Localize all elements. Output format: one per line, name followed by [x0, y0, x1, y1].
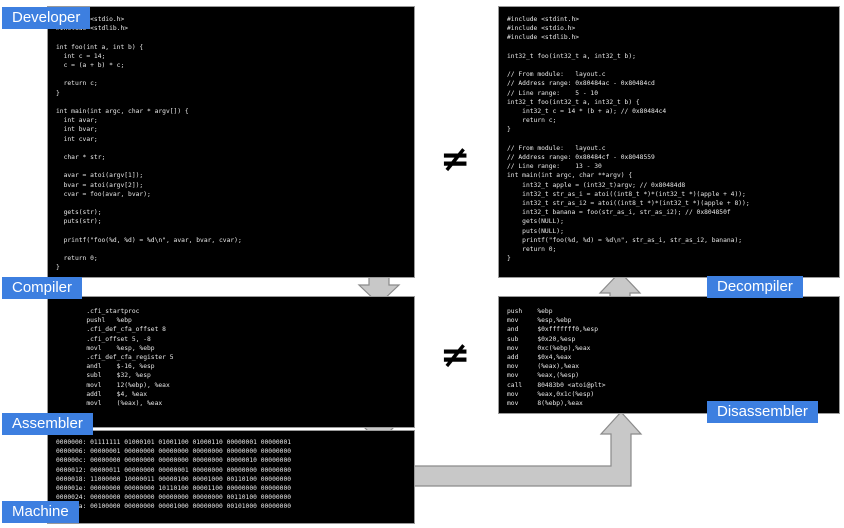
developer-label: Developer [2, 7, 91, 29]
source-code-text: #include <stdio.h> #include <stdlib.h> i… [56, 16, 242, 272]
compiler-label: Compiler [2, 277, 83, 299]
machine-label: Machine [2, 501, 79, 523]
disassembled-code-text: push %ebp mov %esp,%ebp and $0xfffffff0,… [507, 308, 606, 408]
machine-code-text: 0000000: 01111111 01000101 01001100 0100… [56, 439, 292, 511]
assembly-code-panel: .cfi_startproc pushl %ebp .cfi_def_cfa_o… [47, 296, 415, 428]
not-equal-symbol-top: ≠ [440, 139, 471, 180]
assembly-code-text: .cfi_startproc pushl %ebp .cfi_def_cfa_o… [86, 308, 174, 408]
source-code-panel: #include <stdio.h> #include <stdlib.h> i… [47, 6, 415, 278]
not-equal-symbol-bottom: ≠ [440, 335, 471, 376]
decompiled-code-text: #include <stdint.h> #include <stdio.h> #… [507, 16, 750, 263]
decompiler-label: Decompiler [707, 276, 803, 298]
machine-code-panel: 0000000: 01111111 01000101 01001100 0100… [47, 430, 415, 524]
decompiled-code-panel: #include <stdint.h> #include <stdio.h> #… [498, 6, 840, 278]
disassembled-code-panel: push %ebp mov %esp,%ebp and $0xfffffff0,… [498, 296, 840, 414]
disassembler-arrow [409, 411, 643, 487]
disassembler-label: Disassembler [707, 401, 818, 423]
assembler-label: Assembler [2, 413, 93, 435]
